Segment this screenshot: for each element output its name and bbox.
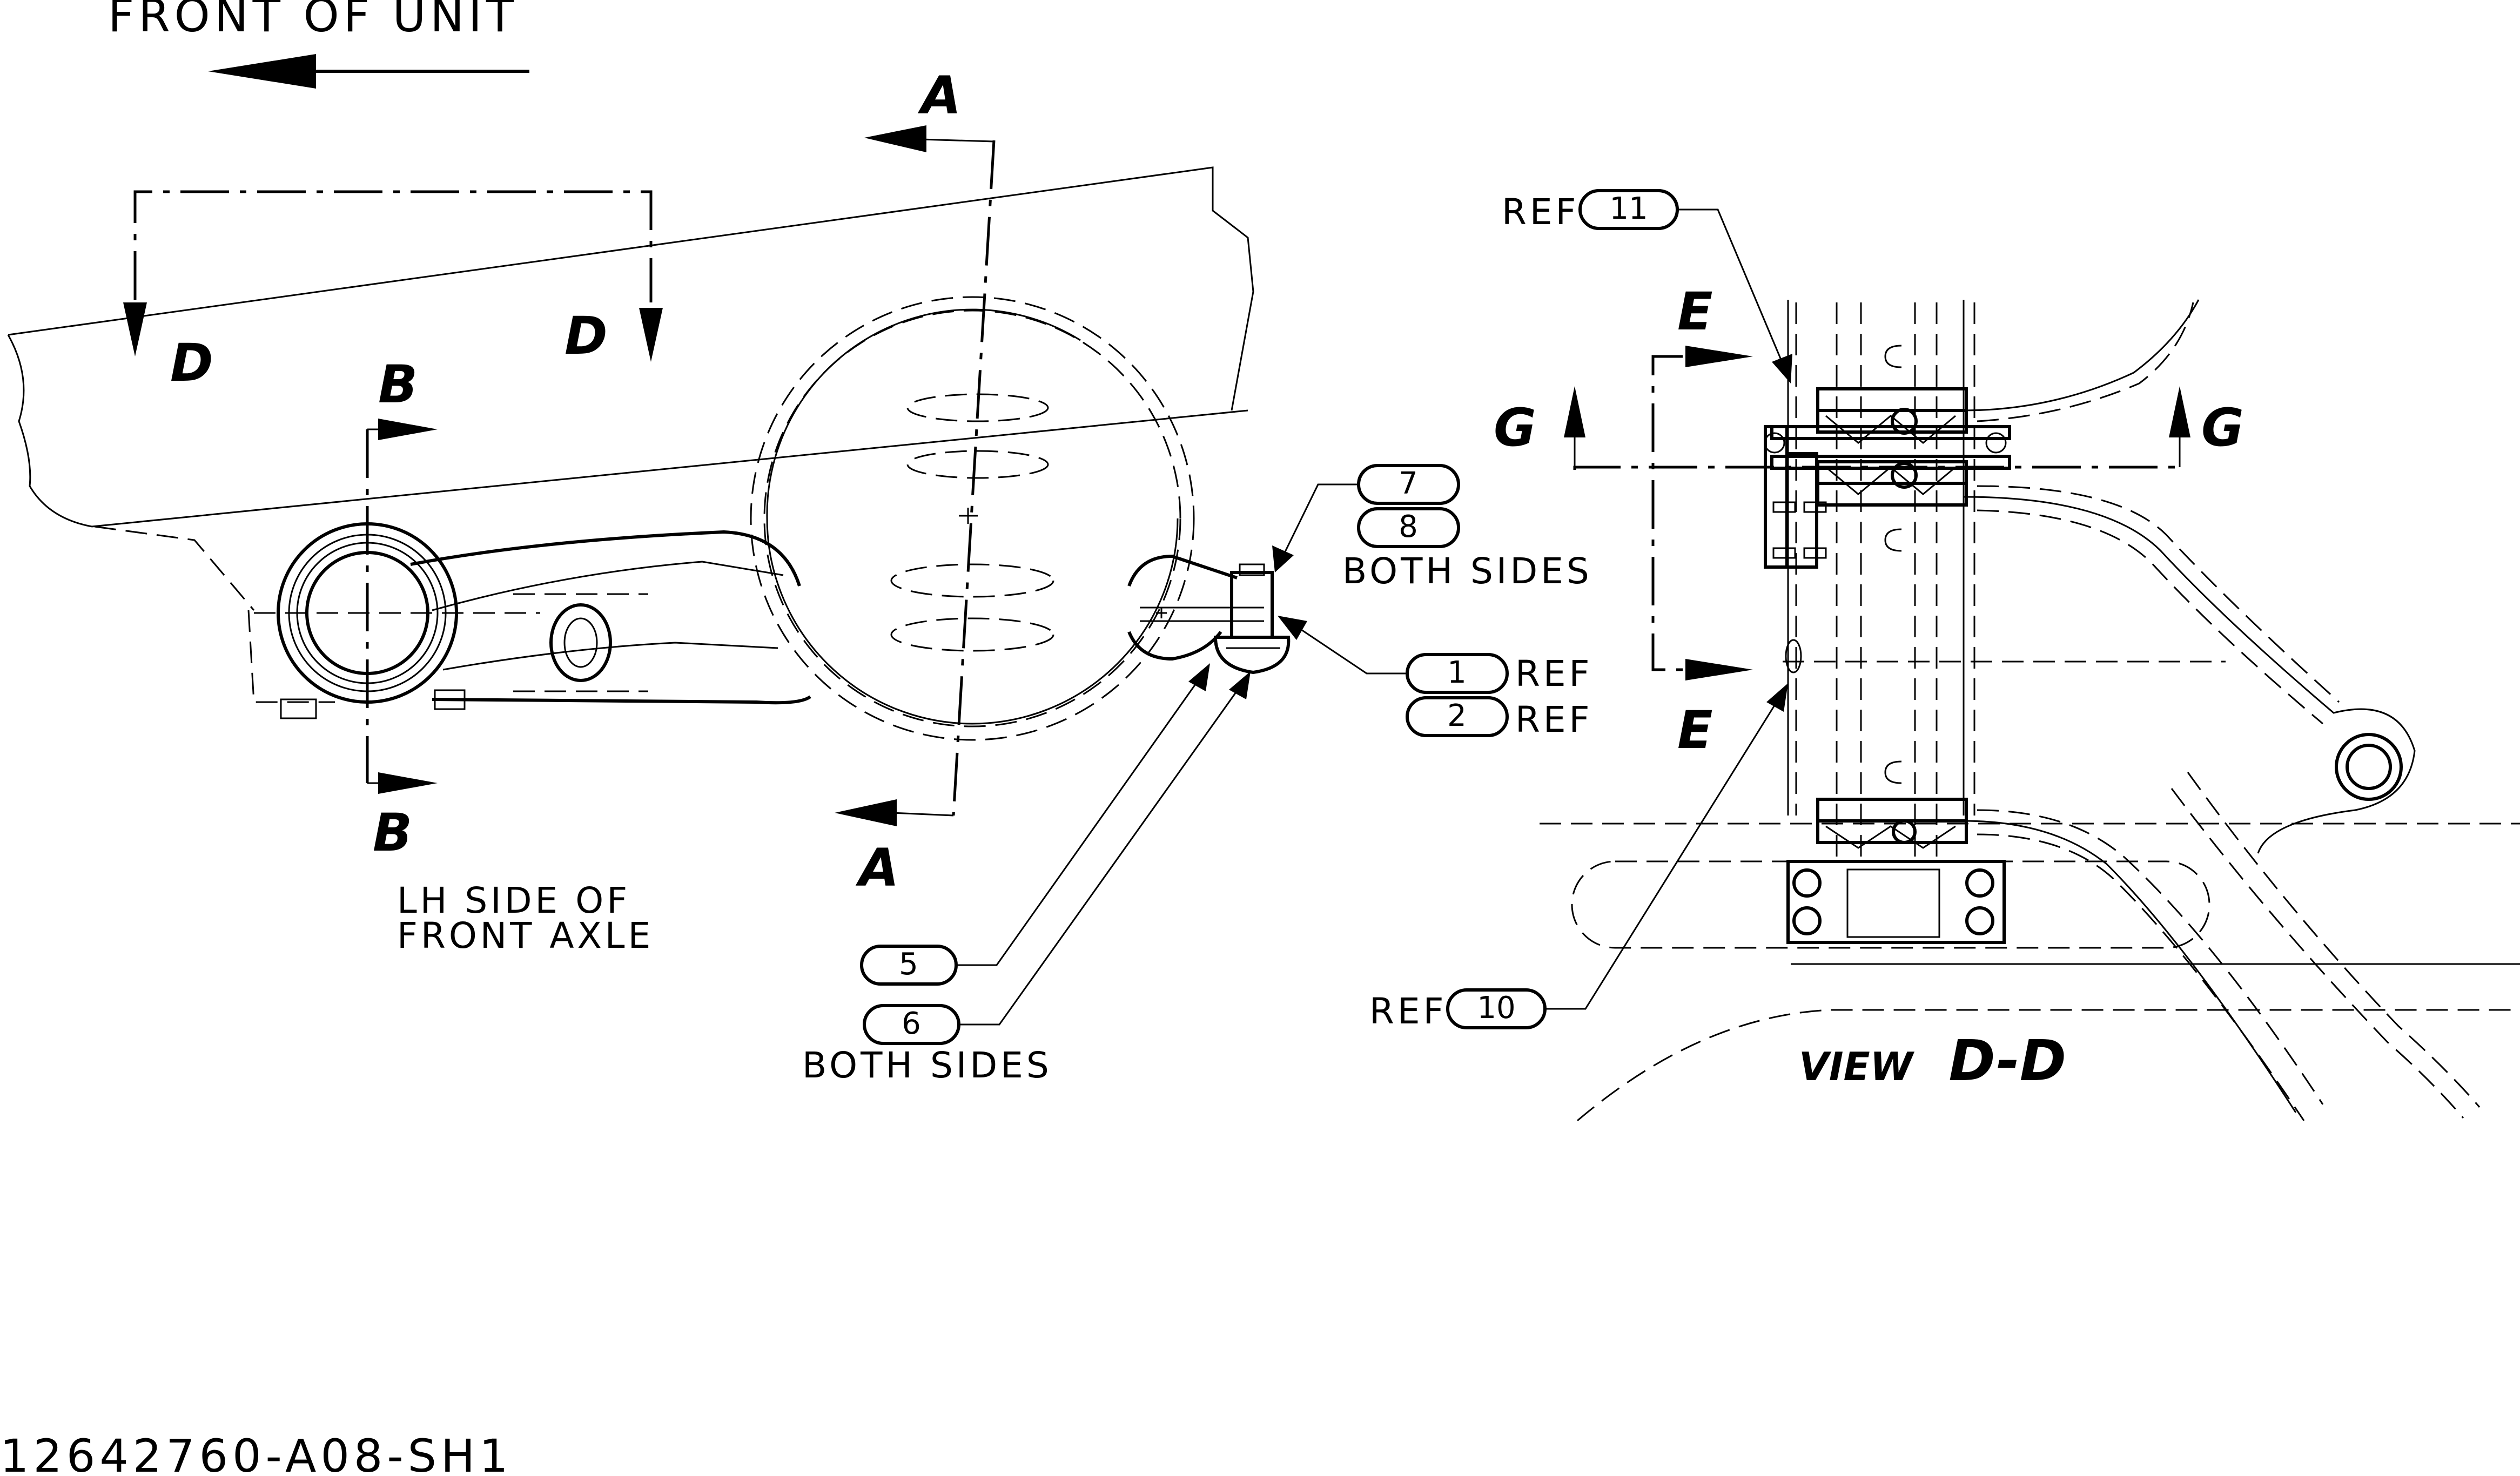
- section-g-label-left: G: [1494, 397, 1536, 458]
- leader-11: [1677, 208, 1792, 383]
- section-e-cut-line: [1651, 346, 1753, 680]
- section-a-label-top: A: [917, 65, 961, 126]
- callout-11-ref: REF: [1502, 191, 1580, 233]
- section-b-label-top: B: [378, 354, 418, 415]
- svg-text:6: 6: [902, 1006, 921, 1041]
- callout-2: 2: [1406, 696, 1509, 737]
- view-dd-title: VIEW D-D: [1799, 1028, 2066, 1094]
- frame-rail-outline: [7, 166, 1254, 703]
- leader-7: [1272, 483, 1359, 572]
- lh-side-caption-line1: LH SIDE OF: [397, 880, 630, 921]
- section-d-label-left: D: [170, 333, 213, 393]
- section-b-cut-line: [366, 419, 438, 794]
- section-e-label-bottom: E: [1677, 700, 1713, 760]
- wheel-drum: [750, 296, 1195, 741]
- svg-text:8: 8: [1399, 509, 1418, 544]
- svg-text:2: 2: [1447, 698, 1467, 733]
- callout-5: 5: [860, 945, 958, 986]
- callout-1: 1: [1406, 653, 1509, 694]
- leader-5: [956, 663, 1210, 966]
- axle-arm: [410, 530, 811, 705]
- axle-hub: [254, 522, 540, 719]
- callout-10: 10: [1446, 988, 1547, 1029]
- link-rod: [1127, 554, 1291, 675]
- view-dd-title-section: D-D: [1948, 1028, 2066, 1094]
- leader-1: [1278, 616, 1407, 675]
- callout-11: 11: [1578, 189, 1679, 230]
- view-dd-title-prefix: VIEW: [1799, 1044, 1915, 1089]
- spring-detail: [890, 393, 1054, 652]
- leader-10: [1545, 683, 1788, 1010]
- drawing-number: 12642760-A08-SH1: [0, 1430, 513, 1476]
- callout-2-ref: REF: [1515, 699, 1593, 740]
- callout-6: 6: [863, 1004, 960, 1045]
- section-e-label-top: E: [1677, 281, 1713, 342]
- clamp-assembly-lower: [1785, 639, 2006, 944]
- section-g-cut-line: [1564, 386, 2190, 470]
- svg-text:11: 11: [1609, 191, 1648, 226]
- section-d-cut-line: [123, 190, 663, 362]
- leader-6: [959, 671, 1251, 1026]
- section-a-label-bottom: A: [855, 838, 899, 898]
- callout-1-ref: REF: [1515, 653, 1593, 695]
- svg-text:5: 5: [899, 947, 918, 982]
- svg-text:1: 1: [1447, 655, 1467, 690]
- lh-side-caption-line2: FRONT AXLE: [397, 915, 654, 956]
- section-d-label-right: D: [565, 306, 608, 366]
- section-b-label-bottom: B: [373, 803, 412, 863]
- callout-7: 7: [1357, 464, 1460, 505]
- front-of-unit-label: FRONT OF UNIT: [108, 0, 518, 42]
- callout-7-8-both-sides: BOTH SIDES: [1342, 550, 1592, 592]
- callout-10-ref: REF: [1369, 990, 1447, 1032]
- callout-8: 8: [1357, 507, 1460, 548]
- svg-text:10: 10: [1477, 990, 1515, 1026]
- clamp-assembly-upper: [1764, 345, 2011, 569]
- callout-5-6-both-sides: BOTH SIDES: [802, 1044, 1052, 1086]
- svg-text:7: 7: [1399, 466, 1418, 501]
- front-direction-arrow: [208, 54, 529, 89]
- view-dd-frame: [1540, 299, 2520, 1122]
- section-a-cut-line: [835, 125, 996, 826]
- section-g-label-right: G: [2201, 397, 2244, 458]
